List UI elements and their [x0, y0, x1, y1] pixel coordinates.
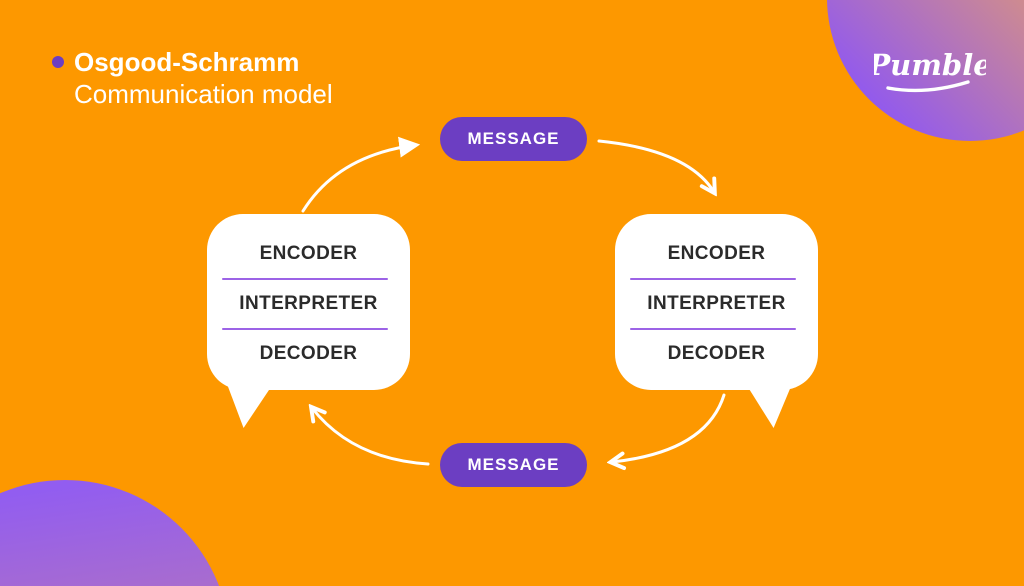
bubble-left-row-encoder: ENCODER	[259, 243, 358, 264]
bubble-left-divider-1	[222, 278, 388, 280]
arrow-top-message-to-right-bubble-icon	[597, 139, 714, 192]
title-line-1: Osgood-Schramm	[52, 46, 333, 78]
bubble-left-divider-2	[222, 328, 388, 330]
speech-bubble-left: ENCODER INTERPRETER DECODER	[207, 214, 410, 428]
message-pill-top-label: MESSAGE	[467, 129, 560, 148]
message-pill-top: MESSAGE	[440, 117, 587, 161]
bubble-left-row-interpreter: INTERPRETER	[239, 293, 378, 314]
header: Osgood-Schramm Communication model	[52, 46, 333, 110]
arrow-left-bubble-to-top-message-icon	[301, 136, 421, 213]
bubble-right-row-interpreter: INTERPRETER	[647, 293, 786, 314]
speech-bubble-right: ENCODER INTERPRETER DECODER	[615, 214, 818, 428]
arrow-bottom-message-to-left-bubble-icon	[312, 408, 430, 466]
speech-bubble-right-content: ENCODER INTERPRETER DECODER	[615, 214, 818, 378]
message-pill-bottom: MESSAGE	[440, 443, 587, 487]
bubble-right-divider-2	[630, 328, 796, 330]
pumble-wordmark: Pumble	[874, 48, 986, 82]
bubble-right-divider-1	[630, 278, 796, 280]
page-title: Osgood-Schramm	[74, 47, 300, 77]
bubble-right-row-encoder: ENCODER	[667, 243, 766, 264]
pumble-logo: Pumble	[874, 48, 986, 93]
bubble-right-row-decoder: DECODER	[667, 343, 766, 364]
page-subtitle: Communication model	[74, 79, 333, 109]
arrow-right-bubble-to-bottom-message-icon	[612, 393, 726, 462]
bullet-dot-icon	[52, 56, 64, 68]
message-pill-bottom-label: MESSAGE	[467, 455, 560, 474]
speech-bubble-left-content: ENCODER INTERPRETER DECODER	[207, 214, 410, 378]
logo-underline-flourish-icon	[886, 80, 970, 93]
bubble-left-row-decoder: DECODER	[259, 343, 358, 364]
